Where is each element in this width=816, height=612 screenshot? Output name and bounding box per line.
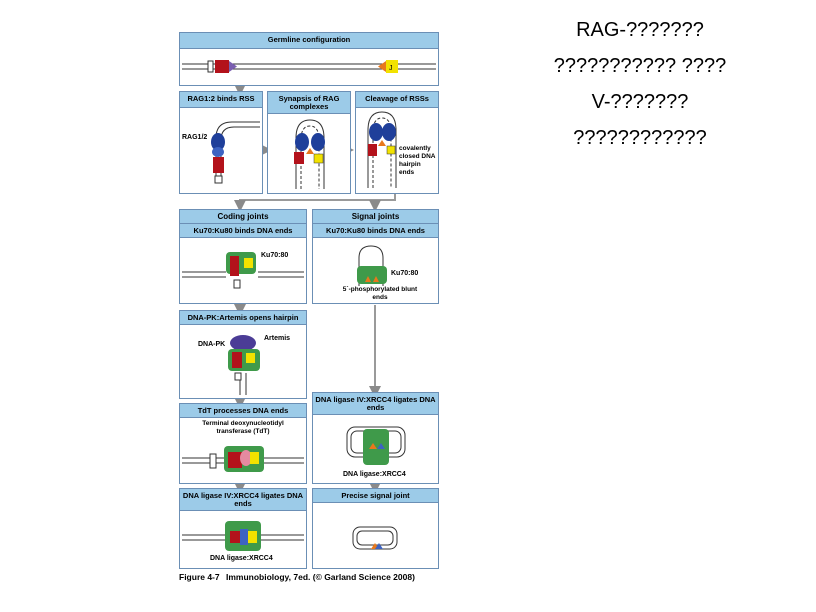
panel-header: Synapsis of RAG complexes: [268, 92, 350, 114]
panel-subheader: Ku70:Ku80 binds DNA ends: [313, 224, 438, 238]
slide-text-line-2: ??????????? ????: [553, 55, 727, 77]
figure-number: Figure 4-7: [179, 572, 220, 582]
tdt-label: Terminal deoxynucleotidyl transferase (T…: [202, 420, 284, 435]
panel-header: Coding joints: [180, 210, 306, 224]
panel-header: DNA ligase IV:XRCC4 ligates DNA ends: [180, 489, 306, 511]
panel-tdt: TdT processes DNA ends Terminal deoxynuc…: [179, 403, 307, 484]
panel-synapsis: Synapsis of RAG complexes: [267, 91, 351, 194]
panel-header: Signal joints: [313, 210, 438, 224]
panel-ligase-signal: DNA ligase IV:XRCC4 ligates DNA ends DNA…: [312, 392, 439, 484]
panel-coding-joints: Coding joints Ku70:Ku80 binds DNA ends K…: [179, 209, 307, 304]
ligase-coding-label: DNA ligase:XRCC4: [210, 555, 273, 562]
ligase-signal-diagram: [346, 426, 406, 465]
tdt-diagram: [182, 446, 304, 472]
panel-header: RAG1:2 binds RSS: [180, 92, 262, 108]
panel-header: DNA ligase IV:XRCC4 ligates DNA ends: [313, 393, 438, 415]
signal-ku-diagram: [357, 245, 387, 286]
rag-binding-diagram: [211, 121, 260, 184]
artemis-label: Artemis: [264, 335, 291, 342]
coding-ku-diagram: [182, 252, 304, 289]
ku7080-signal-label: Ku70:80: [391, 270, 419, 277]
dnapk-label: DNA-PK: [198, 341, 226, 348]
panel-germline: Germline configuration J: [179, 32, 439, 86]
precise-joint-diagram: [352, 526, 398, 550]
panel-header: DNA-PK:Artemis opens hairpin: [180, 311, 306, 325]
slide-text-line-3: V-???????: [591, 91, 689, 113]
panel-header: Precise signal joint: [313, 489, 438, 503]
panel-cleavage: Cleavage of RSSs covalently closed DNA h…: [355, 91, 439, 194]
panel-header: TdT processes DNA ends: [180, 404, 306, 418]
synapsis-diagram: [294, 119, 325, 189]
panel-subheader: Ku70:Ku80 binds DNA ends: [180, 224, 306, 238]
slide-text: RAG-??????? ??????????? ???? V-??????? ?…: [500, 12, 780, 156]
rag12-label: RAG1/2: [182, 134, 208, 141]
ligase-signal-label: DNA ligase:XRCC4: [343, 471, 406, 478]
ligase-coding-diagram: [182, 521, 304, 551]
ku7080-label: Ku70:80: [261, 252, 289, 259]
germline-dna: J: [182, 60, 436, 73]
cleavage-diagram: [367, 111, 397, 188]
panel-dnapk: DNA-PK:Artemis opens hairpin Artemis DNA…: [179, 310, 307, 399]
svg-text:J: J: [389, 65, 393, 72]
hairpin-label: covalently closed DNA hairpin ends: [399, 145, 436, 176]
panel-precise-joint: Precise signal joint: [312, 488, 439, 569]
dnapk-diagram: [228, 335, 260, 395]
panel-signal-joints: Signal joints Ku70:Ku80 binds DNA ends K…: [312, 209, 439, 304]
slide-text-line-4: ????????????: [573, 127, 707, 149]
panel-rag-binds: RAG1:2 binds RSS RAG1/2: [179, 91, 263, 194]
panel-header: Germline configuration: [180, 33, 438, 49]
figure-caption: Figure 4-7 Immunobiology, 7ed. (© Garlan…: [179, 572, 415, 582]
panel-header: Cleavage of RSSs: [356, 92, 438, 108]
figure-source: Immunobiology, 7ed. (© Garland Science 2…: [226, 572, 415, 582]
blunt-ends-label: 5´-phosphorylated blunt ends: [342, 286, 418, 301]
panel-ligase-coding: DNA ligase IV:XRCC4 ligates DNA ends DNA…: [179, 488, 307, 569]
slide-text-line-1: RAG-???????: [576, 19, 704, 41]
